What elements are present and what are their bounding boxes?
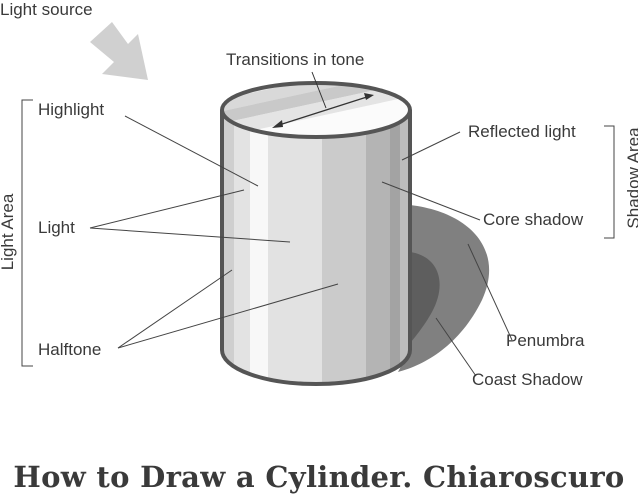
penumbra-label: Penumbra <box>506 331 585 350</box>
halftone-label: Halftone <box>38 340 102 359</box>
leader-halftone-1 <box>117 269 233 349</box>
coast-shadow-label: Coast Shadow <box>472 370 583 389</box>
light-source-label: Light source <box>0 0 93 19</box>
light-area-bracket <box>21 99 33 367</box>
cast-shadow <box>398 205 490 372</box>
leader-lines <box>89 115 513 377</box>
leader-light-2 <box>89 227 291 243</box>
leader-halftone-2 <box>117 283 339 349</box>
highlight-label: Highlight <box>38 100 105 119</box>
light-label: Light <box>38 218 75 237</box>
leader-highlight <box>124 115 259 187</box>
transitions-label: Transitions in tone <box>226 50 365 69</box>
transitions-double-arrow <box>272 71 374 128</box>
leader-light-1 <box>89 189 245 229</box>
shadow-area-label: Shadow Area <box>624 127 638 229</box>
page-title: How to Draw a Cylinder. Chiaroscuro <box>13 460 625 494</box>
leader-penumbra <box>467 243 513 341</box>
shadow-area-bracket <box>604 125 615 239</box>
reflected-light-label: Reflected light <box>468 122 576 141</box>
leader-core <box>381 181 481 221</box>
core-shadow-label: Core shadow <box>483 210 584 229</box>
coast-shadow-region <box>405 252 440 350</box>
cylinder-outline <box>220 110 412 386</box>
light-source-arrow <box>90 22 148 80</box>
cylinder-body <box>222 110 410 384</box>
leader-coast <box>435 317 477 377</box>
leader-reflected <box>401 131 461 161</box>
light-area-label: Light Area <box>0 193 17 271</box>
